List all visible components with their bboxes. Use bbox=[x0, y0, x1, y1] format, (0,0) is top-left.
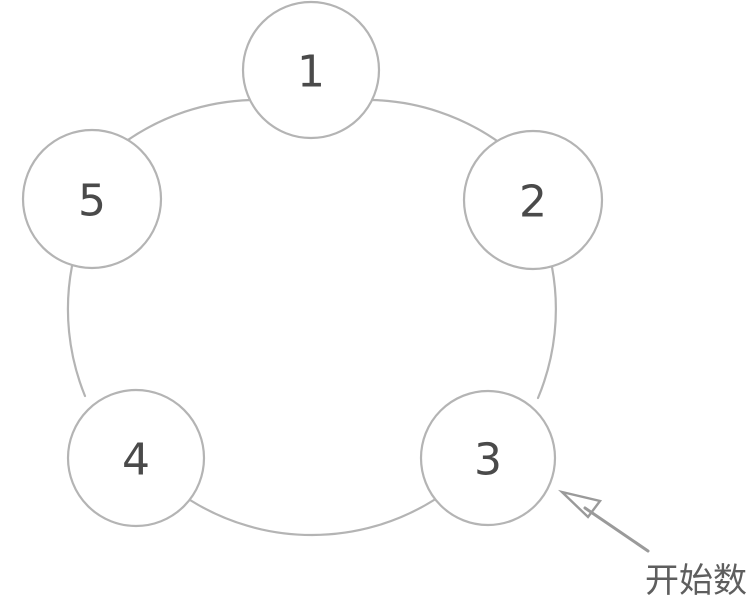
link-arcs-group bbox=[66, 98, 557, 537]
node-circle-5[interactable] bbox=[21, 128, 163, 270]
link-arc-3-4 bbox=[188, 498, 436, 537]
node-circle-1[interactable] bbox=[241, 0, 381, 140]
node-label-5: 5 bbox=[78, 176, 106, 227]
arrow-head-triangle bbox=[558, 489, 603, 519]
node-circle-2[interactable] bbox=[462, 129, 604, 271]
nodes-group bbox=[21, 0, 604, 528]
node-labels-group: 1 2 3 4 5 bbox=[78, 47, 547, 486]
link-arc-4-5 bbox=[66, 264, 87, 398]
annotation-label: 开始数 bbox=[645, 561, 747, 601]
link-arc-2-3 bbox=[536, 265, 557, 400]
arrow-shaft-line bbox=[583, 506, 650, 553]
link-arc-5-1 bbox=[123, 98, 253, 144]
node-circle-3[interactable] bbox=[419, 389, 557, 527]
annotation-arrow bbox=[558, 489, 650, 553]
node-label-1: 1 bbox=[297, 47, 325, 98]
node-circle-4[interactable] bbox=[66, 388, 206, 528]
node-label-2: 2 bbox=[519, 177, 547, 228]
link-arc-1-2 bbox=[370, 98, 502, 145]
node-label-3: 3 bbox=[474, 435, 502, 486]
node-label-4: 4 bbox=[122, 435, 150, 486]
